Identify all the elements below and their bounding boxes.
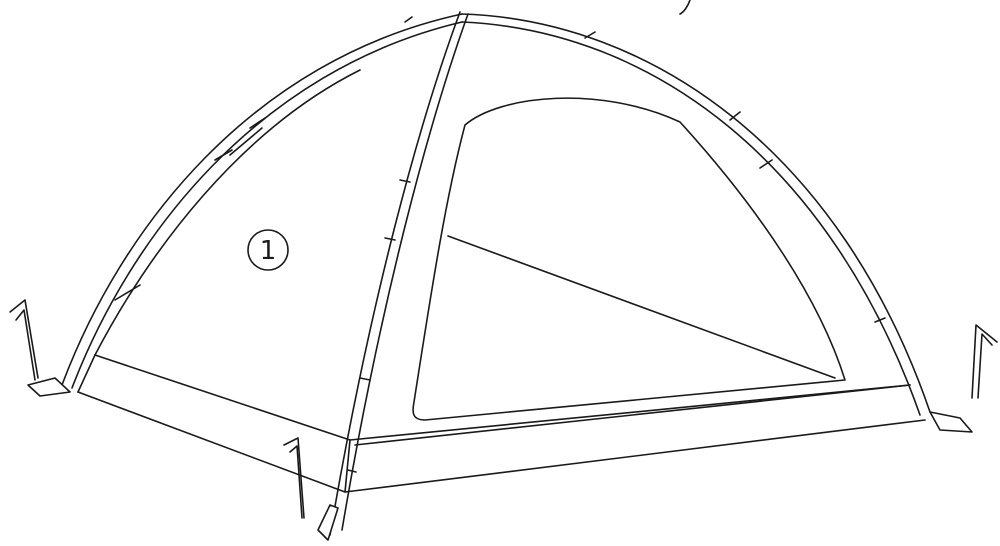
center-pole [329, 11, 469, 536]
stake-right [929, 324, 998, 433]
callout-circle [247, 229, 289, 271]
right-panel-edge [354, 384, 911, 446]
guy-line [679, 0, 691, 15]
left-pole [61, 13, 463, 389]
stake-left [9, 299, 71, 397]
right-pole [461, 13, 931, 416]
door-panel [412, 97, 846, 421]
left-panel [94, 69, 361, 356]
stake-center [283, 437, 339, 541]
callout-1: 1 [247, 229, 289, 271]
tent-floor [77, 354, 926, 493]
callout-number: 1 [260, 236, 277, 266]
